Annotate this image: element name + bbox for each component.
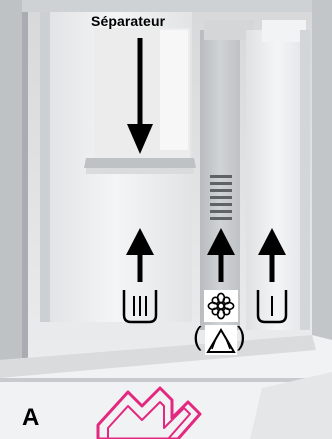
fabric-softener-flower-icon: [204, 290, 238, 322]
compartment-i-icon: [258, 290, 286, 322]
bleach-paren-close: ): [237, 321, 246, 352]
separator-arrow: [127, 38, 153, 154]
compartment-iii-icon: [124, 290, 156, 322]
separator-label: Séparateur: [91, 13, 165, 29]
brand-logo-mark: [98, 388, 200, 439]
bleach-triangle-icon: [205, 325, 237, 355]
up-arrow-left: [126, 228, 154, 282]
figure-letter-label: A: [22, 404, 39, 432]
up-arrow-middle: [207, 228, 235, 282]
bleach-paren-open: (: [193, 321, 202, 352]
up-arrow-right: [258, 228, 286, 282]
